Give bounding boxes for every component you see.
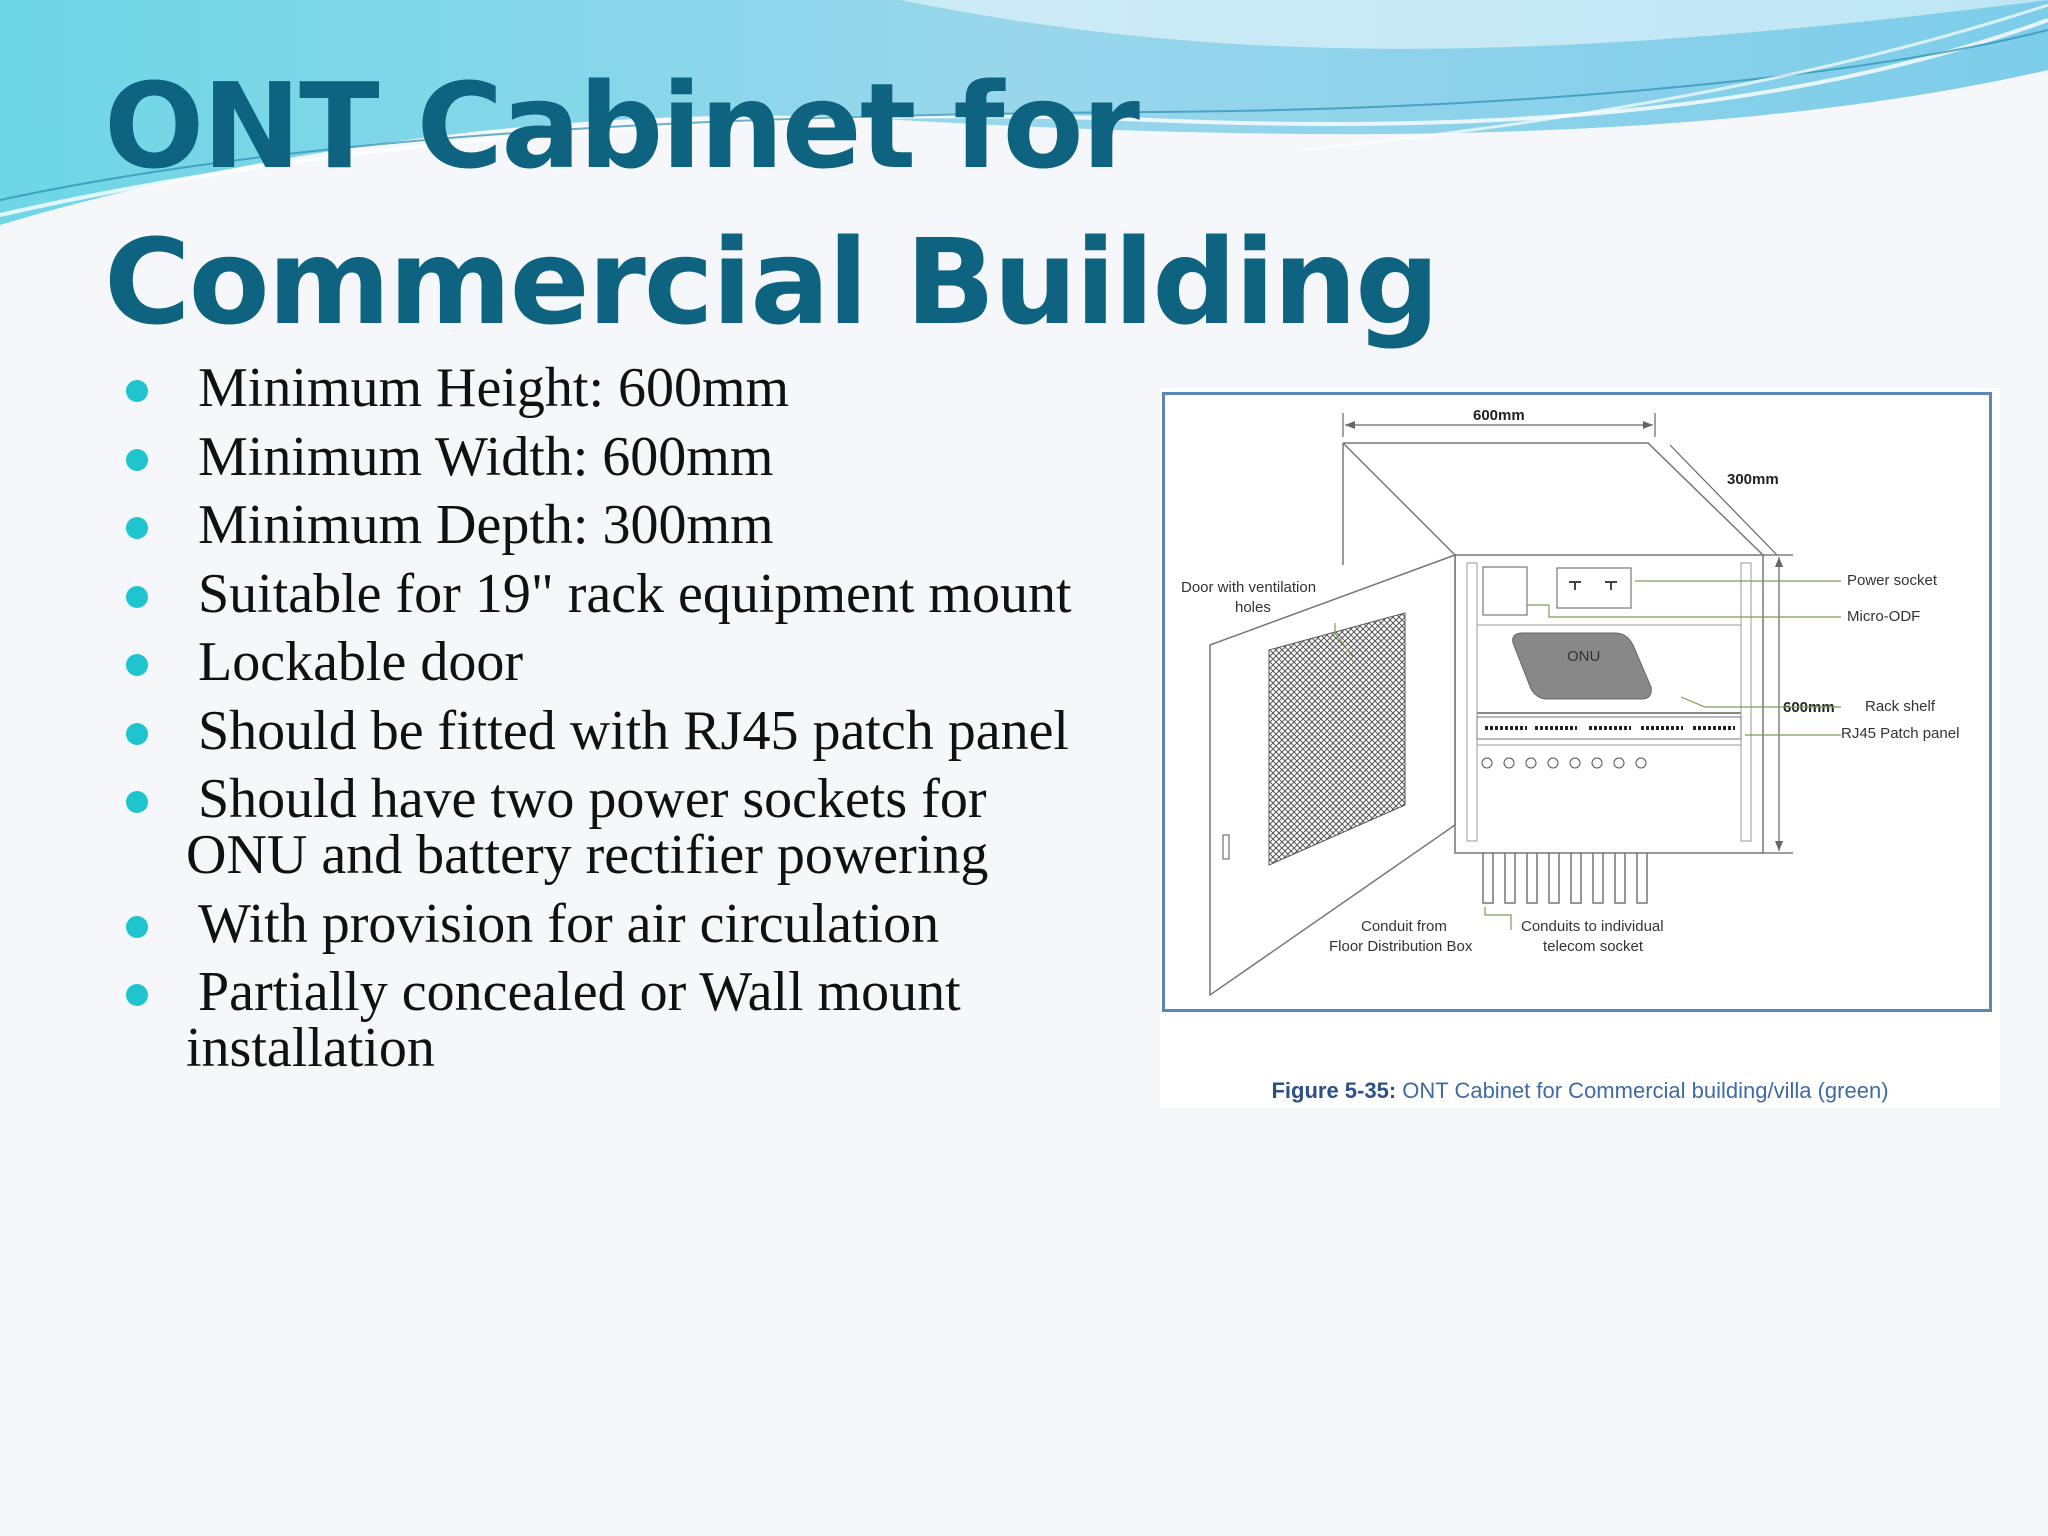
power-socket-box: [1556, 567, 1632, 609]
bullet-item: Should have two power sockets for ONU an…: [126, 771, 1086, 883]
bullet-item: Minimum Width: 600mm: [126, 429, 1086, 485]
cabinet-drawing: 600mm 300mm: [1181, 407, 1959, 997]
bullet-item: Should be fitted with RJ45 patch panel: [126, 703, 1086, 759]
bullet-dot-icon: [126, 448, 148, 471]
bullet-item: Lockable door: [126, 634, 1086, 690]
onu-device: [1512, 632, 1652, 700]
door-label: Door with ventilation: [1181, 579, 1316, 596]
figure-caption: Figure 5-35: ONT Cabinet for Commercial …: [1160, 1078, 2000, 1104]
caption-label: Figure 5-35:: [1271, 1078, 1397, 1103]
bullet-item: Partially concealed or Wall mount instal…: [126, 964, 1086, 1076]
bullet-dot-icon: [126, 915, 148, 938]
bullet-dot-icon: [126, 722, 148, 745]
bullet-item: Suitable for 19" rack equipment mount: [126, 566, 1086, 622]
bullet-item: With provision for air circulation: [126, 896, 1086, 952]
depth-label: 300mm: [1727, 471, 1779, 488]
height-dimension: 600mm: [1763, 554, 1835, 854]
bullet-list: Minimum Height: 600mm Minimum Width: 600…: [126, 360, 1086, 1089]
bullet-dot-icon: [126, 791, 148, 813]
conduit-from-label: Conduit from: [1361, 918, 1447, 935]
width-dimension: 600mm: [1342, 407, 1656, 437]
width-label: 600mm: [1473, 407, 1525, 424]
conduit-from-label-2: Floor Distribution Box: [1329, 938, 1473, 955]
micro-odf-box: [1482, 566, 1528, 616]
bullet-dot-icon: [126, 984, 148, 1006]
patch-panel-label: RJ45 Patch panel: [1841, 725, 1959, 742]
caption-text: ONT Cabinet for Commercial building/vill…: [1402, 1078, 1889, 1103]
power-socket-label: Power socket: [1847, 572, 1938, 589]
cabinet-diagram: 600mm 300mm: [1162, 392, 1992, 1012]
bullet-dot-icon: [126, 380, 148, 402]
rack-shelf-label: Rack shelf: [1865, 698, 1936, 715]
cabinet-door: [1209, 553, 1456, 997]
micro-odf-label: Micro-ODF: [1847, 608, 1920, 625]
figure-panel: 600mm 300mm: [1160, 388, 2000, 1108]
bullet-item: Minimum Height: 600mm: [126, 360, 1086, 416]
door-label-2: holes: [1235, 599, 1271, 616]
bullet-dot-icon: [126, 585, 148, 608]
bullet-dot-icon: [126, 654, 148, 676]
slide-title: ONT Cabinet for Commercial Building: [104, 57, 1440, 351]
depth-dimension: 300mm: [1669, 444, 1779, 556]
cabinet-body: ONU: [1342, 442, 1764, 904]
conduits-to-label: Conduits to individual: [1521, 918, 1664, 935]
bullet-dot-icon: [126, 517, 148, 539]
bullet-item: Minimum Depth: 300mm: [126, 497, 1086, 553]
conduits-to-label-2: telecom socket: [1543, 938, 1644, 955]
onu-label: ONU: [1567, 648, 1600, 665]
background-wave: [0, 0, 2048, 225]
